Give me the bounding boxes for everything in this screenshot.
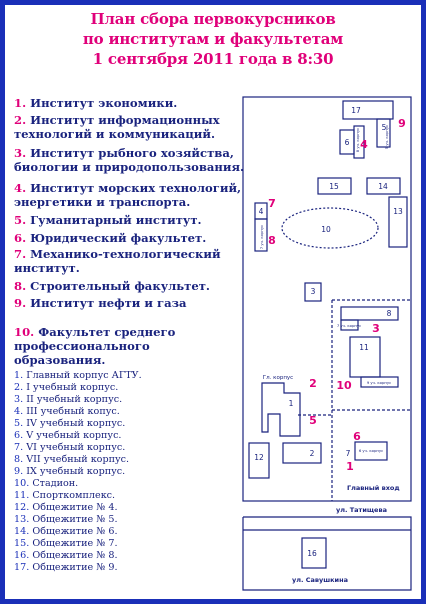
building-12 [248,442,270,479]
map-num-2: 2 [310,449,315,458]
title-line-2: по институтам и факультетам [82,30,344,48]
institute-1: 1. Институт экономики. [14,96,178,110]
marker-2: 2 [309,377,317,390]
building-6b [353,125,365,159]
main-building [261,382,301,437]
legend-item-11: 11. Спорткомплекс. [14,490,116,501]
label-c7a: 7 уч. корпус [337,323,361,328]
legend-item-8: 8. VII учебный корпус. [14,454,130,465]
building-5 [376,118,391,148]
legend-item-6: 6. V учебный корпус. [14,430,122,441]
building-13 [388,196,408,248]
building-6c [354,441,388,461]
map-num-17: 17 [351,106,361,115]
marker-9: 9 [398,117,406,130]
label-c8: 8 уч. корпус [355,128,360,152]
building-14 [366,177,401,195]
legend-item-5: 5. IV учебный корпус. [14,418,126,429]
map-num-12: 12 [254,453,264,462]
map-num-16: 16 [307,549,317,558]
institute-10: 10. Факультет среднего профессионального… [14,325,176,368]
lower-area-boundary [242,516,412,591]
legend-item-13: 13. Общежитие № 5. [14,514,118,525]
institute-4: 4. Институт морских технологий, энергети… [14,181,242,210]
label-c9: 9 уч. корпус [367,380,391,385]
building-16 [301,537,327,569]
building-15 [317,177,352,195]
marker-7: 7 [268,197,276,210]
legend-item-16: 16. Общежитие № 8. [14,550,118,561]
marker-10: 10 [336,379,352,392]
legend-item-7: 7. VI учебный корпус. [14,442,126,453]
map-num-8: 8 [387,309,392,318]
map-num-6: 6 [345,138,350,147]
stadium [281,207,379,249]
map-num-3: 3 [311,287,316,296]
main-entrance-label: Главный вход [347,484,400,492]
map-num-1: 1 [289,399,294,408]
map-num-14: 14 [378,182,388,191]
label-c7b: 7 уч. корпус [259,225,264,249]
building-2 [282,442,322,464]
institute-7: 7. Механико-технологический институт. [14,247,221,276]
marker-8: 8 [268,234,276,247]
legend-item-2: 2. I учебный корпус. [14,382,119,393]
marker-5: 5 [309,414,317,427]
map-num-11: 11 [359,343,369,352]
map-num-13: 13 [393,207,403,216]
institute-3: 3. Институт рыбного хозяйства, биологии … [14,146,245,175]
building-9 [360,376,399,388]
building-7 [254,218,268,252]
building-17 [342,100,394,120]
marker-6: 6 [353,430,361,443]
legend-item-15: 15. Общежитие № 7. [14,538,118,549]
legend-item-4: 4. III учебный копус. [14,406,120,417]
building-8 [340,306,399,321]
map-num-15: 15 [329,182,339,191]
building-3 [304,282,322,302]
institute-2: 2. Институт информационных технологий и … [14,113,220,142]
institute-5: 5. Гуманитарный институт. [14,213,202,227]
building-7c [340,319,359,331]
map-num-7: 7 [346,449,351,458]
title-line-3: 1 сентября 2011 года в 8:30 [92,50,334,68]
label-c6: 6 уч. корпус [359,448,383,453]
label-c5: 5 уч. корпус [384,125,389,149]
label-main-building: Гл. корпус [263,375,293,381]
legend-item-3: 3. II учебный корпус. [14,394,123,405]
campus-boundary [242,96,412,502]
legend-item-17: 17. Общежитие № 9. [14,562,118,573]
marker-1: 1 [346,460,354,473]
institute-8: 8. Строительный факультет. [14,279,210,293]
institute-6: 6. Юридический факультет. [14,231,207,245]
street-savushkina: ул. Савушкина [292,576,348,584]
legend-item-14: 14. Общежитие № 6. [14,526,118,537]
marker-3: 3 [372,322,380,335]
map-num-10: 10 [321,225,331,234]
map-num-4: 4 [259,207,264,216]
legend-item-10: 10. Стадион. [14,478,79,489]
marker-4: 4 [360,138,368,151]
legend-item-12: 12. Общежитие № 4. [14,502,118,513]
title-line-1: План сбора первокурсников [90,10,336,28]
street-tatishcheva: ул. Татищева [336,506,387,514]
institute-9: 9. Институт нефти и газа [14,296,187,310]
map-num-5: 5 [382,123,387,132]
legend-item-1: 1. Главный корпус АГТУ. [14,370,142,381]
legend-item-9: 9. IX учебный корпус. [14,466,126,477]
